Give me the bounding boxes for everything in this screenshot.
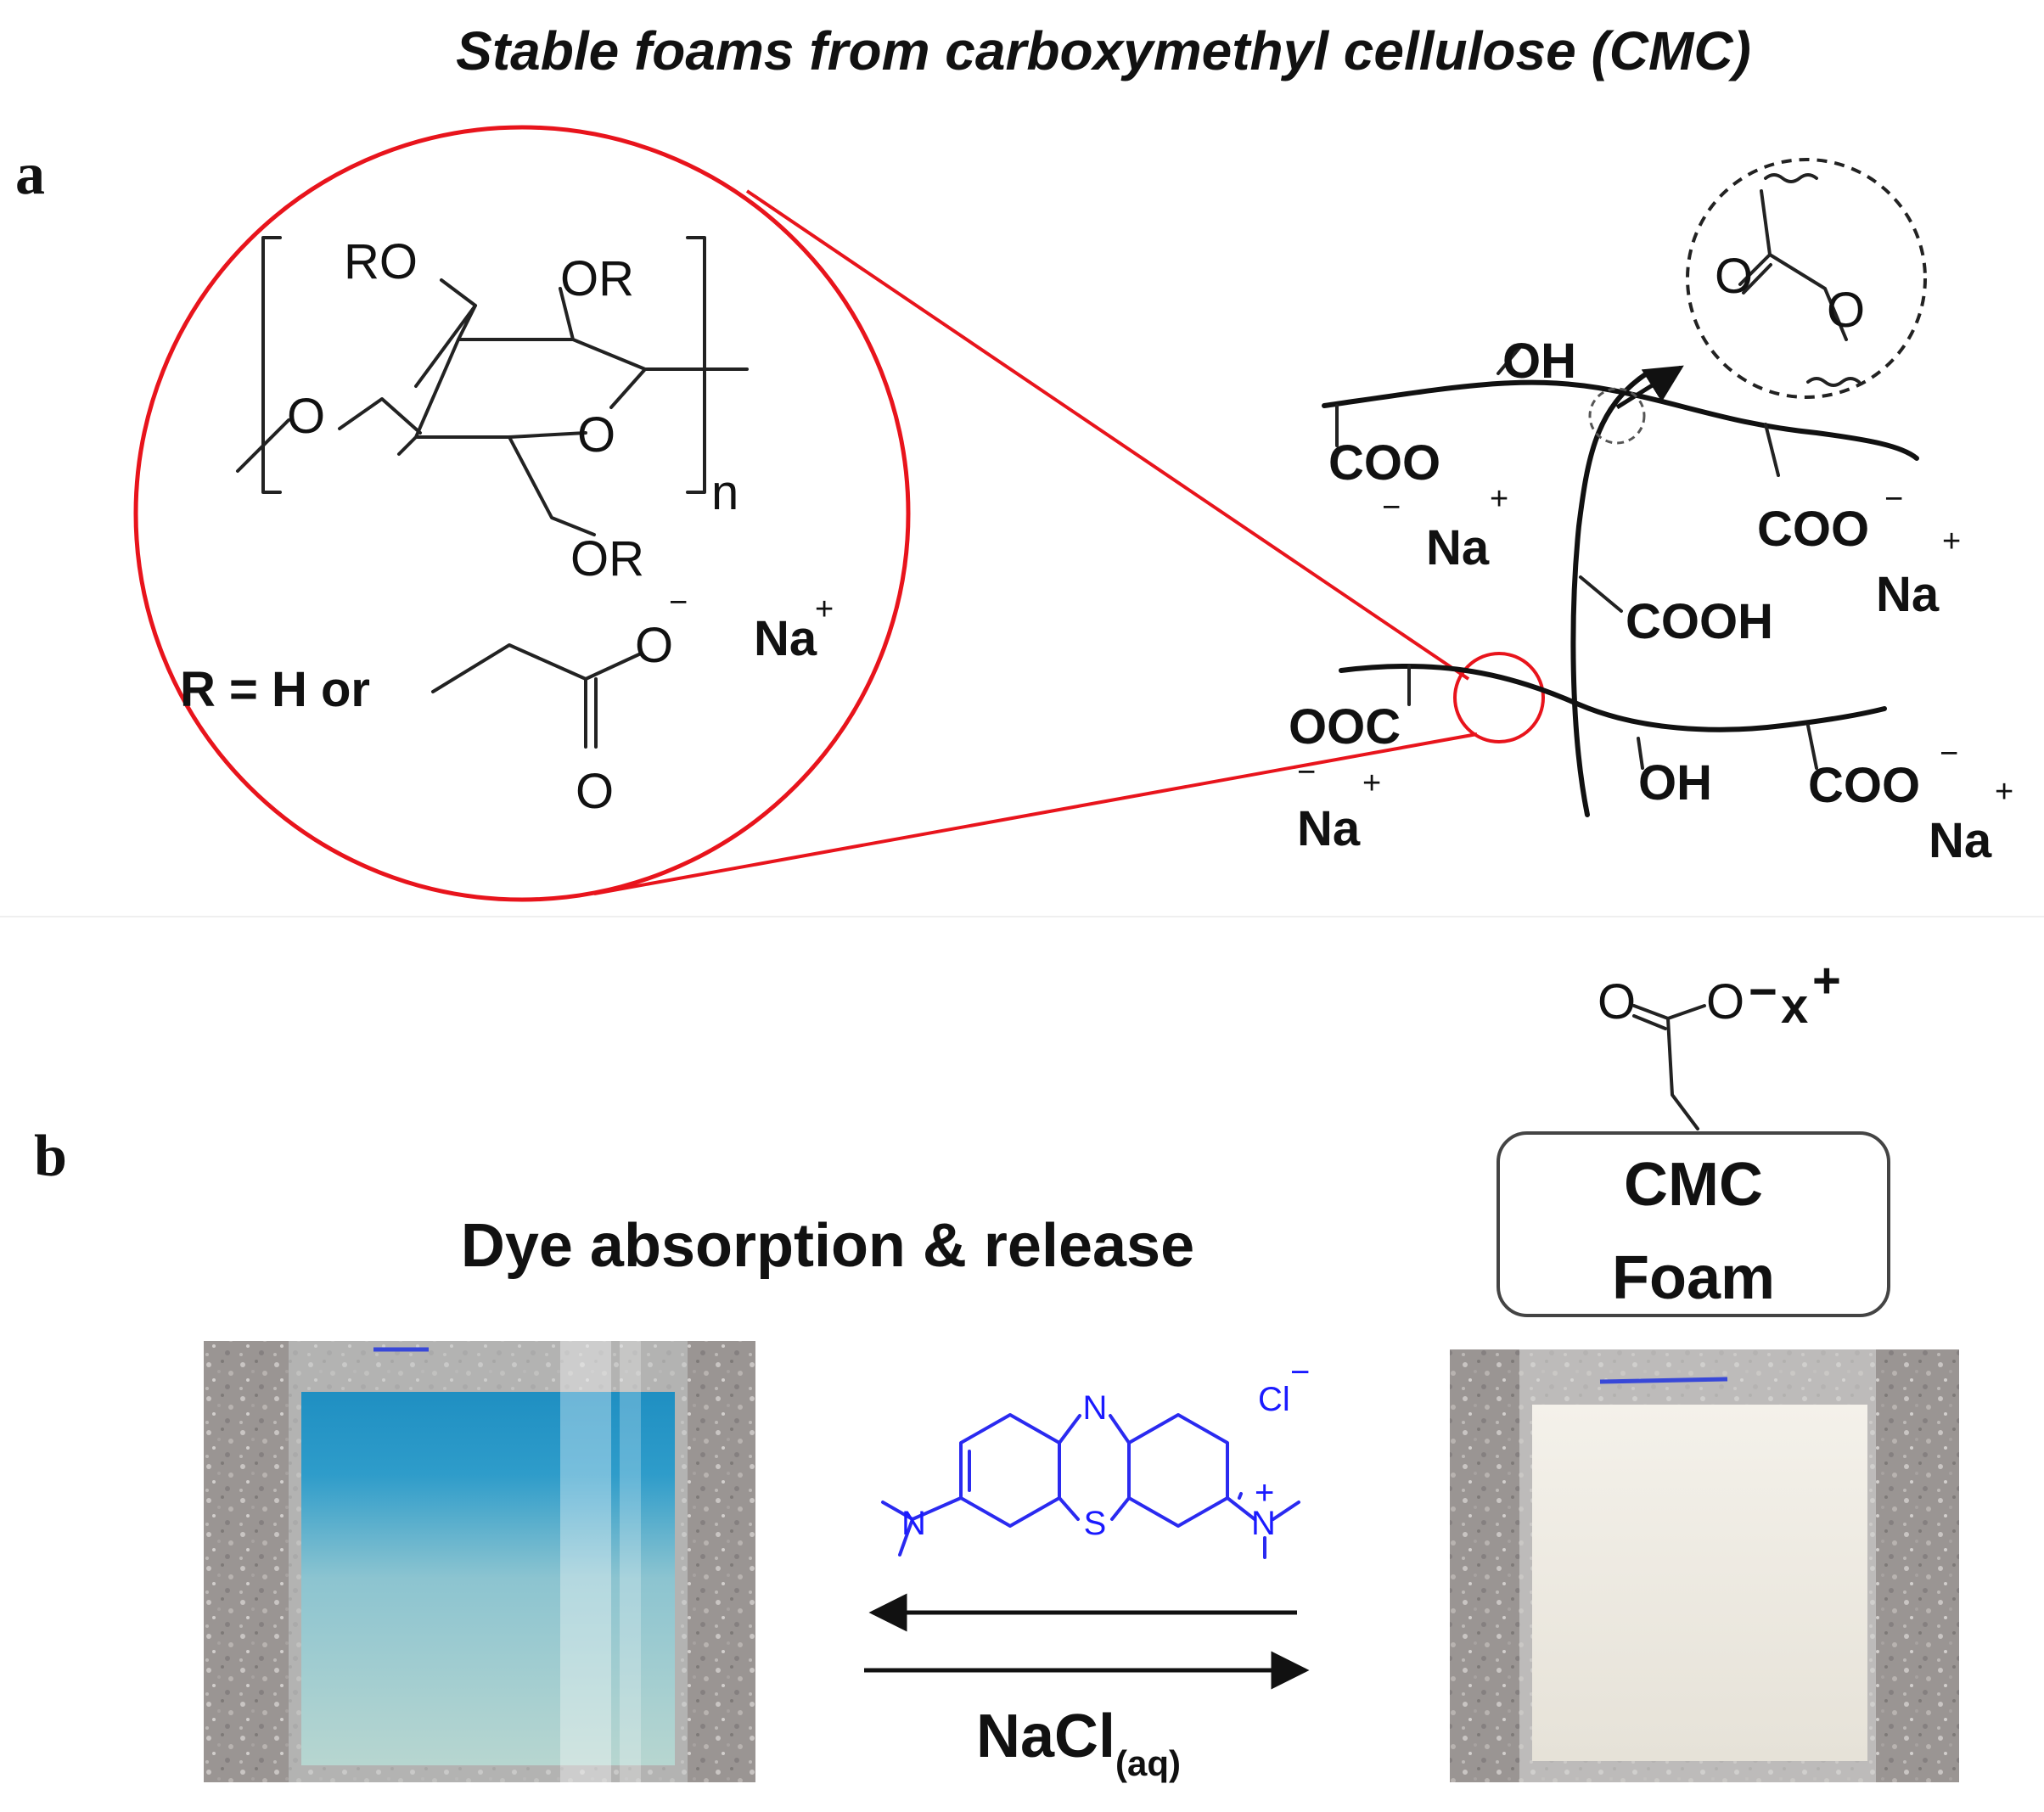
label-coo-3: COO — [1808, 758, 1920, 813]
zoom-line-top — [745, 189, 1470, 681]
foam-charge: − — [1749, 964, 1777, 1019]
crosslink-arrow — [1615, 365, 1684, 410]
foam-box-line1: CMC — [1624, 1151, 1763, 1219]
ester-inset-circle — [1686, 158, 1927, 399]
panel-b-label: b — [34, 1124, 67, 1189]
foam-carboxylate-oxygen: O — [1706, 974, 1744, 1029]
ring-bonds — [397, 287, 647, 456]
charge-coo-1: − — [1382, 490, 1401, 525]
ring-oxygen-left: O — [287, 389, 325, 444]
ion-charge-4: + — [1995, 774, 2013, 810]
ion-charge-1: + — [1490, 481, 1508, 517]
substituent-or-top: OR — [560, 251, 634, 306]
reagent-label: NaCl(aq) — [976, 1703, 1181, 1783]
zoom-callout — [133, 125, 1545, 902]
dye-nitrogen-right: N — [1251, 1505, 1276, 1542]
dye-nitrogen-top: N — [1083, 1389, 1108, 1427]
label-cooh: COOH — [1626, 594, 1773, 649]
charge-ooc: − — [1297, 755, 1316, 790]
photo-dyed-foam — [204, 1341, 755, 1782]
label-ooc: OOC — [1289, 699, 1401, 755]
repeat-subscript: n — [711, 465, 738, 520]
dye-nitrogen-charge: + — [1255, 1474, 1274, 1512]
counter-ion: Na — [754, 611, 817, 666]
counter-ion-charge: + — [815, 592, 834, 627]
dye-nitrogen-left: N — [901, 1505, 926, 1542]
ring-oxygen: O — [577, 407, 615, 463]
photo-white-foam — [1450, 1349, 1959, 1782]
reagent-subscript: (aq) — [1115, 1743, 1181, 1783]
r-definition: R = H or O − O Na + — [180, 585, 834, 819]
ion-na-4: Na — [1929, 813, 1992, 868]
cmc-foam-box: CMC Foam — [1496, 1131, 1890, 1317]
figure-title: Stable foams from carboxymethyl cellulos… — [456, 20, 1751, 81]
label-coo-2: COO — [1757, 502, 1869, 557]
ester-inset-bonds — [1738, 173, 1861, 387]
inset-oxygen-1: O — [1715, 249, 1753, 304]
reagent-main: NaCl — [976, 1703, 1115, 1770]
label-oh-top: OH — [1502, 334, 1576, 389]
panel-b-heading: Dye absorption & release — [461, 1212, 1194, 1280]
substituent-or-bottom: OR — [570, 531, 644, 586]
chain-crosslink — [1570, 371, 1649, 817]
dye-anion-charge: − — [1290, 1354, 1310, 1391]
panel-a-label: a — [15, 142, 45, 207]
label-oh-bottom: OH — [1638, 755, 1712, 811]
ion-charge-2: + — [1942, 524, 1961, 559]
charge-coo-3: − — [1940, 736, 1958, 771]
carboxylate-oxygen: O — [635, 618, 673, 673]
ion-charge-3: + — [1362, 766, 1381, 801]
ion-na-3: Na — [1297, 801, 1361, 856]
ion-na-2: Na — [1876, 567, 1940, 622]
r-definition-text: R = H or — [180, 662, 370, 717]
cmc-network: O O OH COO − Na + COO − Na + COOH OOC − … — [1289, 158, 2013, 868]
carbonyl-oxygen: O — [576, 764, 614, 819]
substituent-ro: RO — [344, 234, 418, 289]
left-bracket — [261, 236, 282, 494]
label-coo-1: COO — [1328, 435, 1440, 491]
cmc-repeat-unit: RO OR O O n OR — [236, 234, 749, 586]
chain-top — [1322, 379, 1919, 461]
dye-anion: Cl — [1258, 1381, 1290, 1418]
foam-counter-ion: x — [1781, 979, 1808, 1034]
crosslink-site — [1588, 387, 1646, 445]
ion-na-1: Na — [1426, 520, 1490, 575]
foam-carboxylate-group: O O − x + — [1598, 953, 1841, 1130]
carboxylate-charge: − — [669, 585, 688, 620]
charge-coo-2: − — [1884, 481, 1903, 517]
dye-sulfur: S — [1084, 1505, 1107, 1542]
foam-carbonyl-oxygen: O — [1598, 974, 1636, 1029]
foam-counter-charge: + — [1812, 953, 1841, 1008]
methylene-blue-structure: N S N N + Cl − — [881, 1354, 1310, 1559]
zoom-circle — [133, 125, 911, 902]
inset-oxygen-2: O — [1827, 283, 1865, 338]
zoom-target-circle — [1453, 652, 1545, 743]
chain-bottom — [1339, 663, 1887, 732]
zoom-line-bottom — [593, 732, 1478, 895]
foam-box-line2: Foam — [1612, 1244, 1775, 1312]
right-bracket — [686, 236, 706, 494]
